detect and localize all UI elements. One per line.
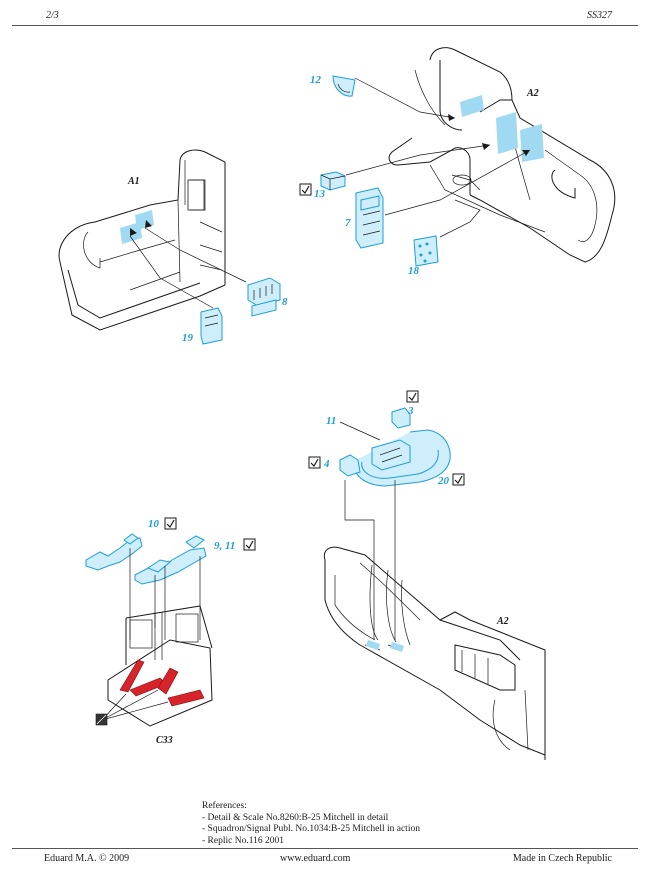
part-19-label: 19	[182, 332, 194, 344]
part-3-label: 3	[407, 405, 414, 417]
assembly-a2-bottom-label: A2	[496, 616, 509, 627]
sheet-code: SS327	[587, 10, 612, 21]
a1-leaders	[129, 220, 247, 309]
reference-item: - Replic No.116 2001	[202, 835, 284, 846]
assembly-c33-label: C33	[156, 735, 173, 746]
bend-check-icon	[406, 390, 419, 403]
part-10-shape	[85, 533, 143, 571]
paint-callout	[95, 689, 169, 726]
footer-origin: Made in Czech Republic	[512, 853, 612, 864]
part-19-shape	[200, 307, 223, 345]
bend-check-icon	[452, 473, 465, 486]
part-9-11-shape	[134, 535, 207, 585]
part-9-11-label: 9, 11	[214, 540, 235, 552]
references-block: References: - Detail & Scale No.8260:B-2…	[202, 801, 420, 847]
part-3-11-20-assembly	[339, 407, 451, 487]
part-7-label: 7	[345, 217, 351, 229]
part-10-label: 10	[148, 518, 160, 530]
bend-check-icon	[299, 183, 312, 196]
a1-fuselage	[58, 149, 226, 331]
page-number: 2/3	[46, 10, 59, 21]
part-13-shape	[320, 171, 346, 191]
c33-seat	[107, 605, 213, 727]
bend-check-icon	[164, 517, 177, 530]
part-20-label: 20	[437, 475, 450, 487]
a2-top-leaders	[345, 77, 531, 238]
reference-item: - Squadron/Signal Publ. No.1034:B-25 Mit…	[202, 824, 420, 834]
a2-bottom-fuselage	[323, 546, 546, 760]
part-7-shape	[355, 187, 384, 249]
assembly-a1-label: A1	[127, 176, 140, 187]
part-4-label: 4	[323, 458, 330, 470]
part-11-label: 11	[326, 415, 336, 427]
part-12-label: 12	[310, 74, 322, 86]
bend-check-icon	[308, 456, 321, 469]
part-18-label: 18	[408, 265, 420, 277]
part-13-label: 13	[314, 188, 326, 200]
part-8-label: 8	[282, 296, 288, 308]
header-rule	[12, 25, 638, 26]
references-title: References:	[202, 801, 247, 811]
footer-copyright: Eduard M.A. © 2009	[44, 853, 130, 864]
reference-item: - Detail & Scale No.8260:B-25 Mitchell i…	[202, 812, 389, 823]
assembly-a2-top-label: A2	[526, 88, 539, 99]
part-12-shape	[332, 75, 356, 97]
footer-website: www.eduard.com	[280, 853, 351, 864]
part-8-shape	[247, 277, 281, 317]
part-18-shape	[413, 235, 439, 267]
a2-top-fuselage	[388, 47, 616, 263]
bend-check-icon	[243, 538, 256, 551]
footer-rule	[12, 848, 638, 849]
